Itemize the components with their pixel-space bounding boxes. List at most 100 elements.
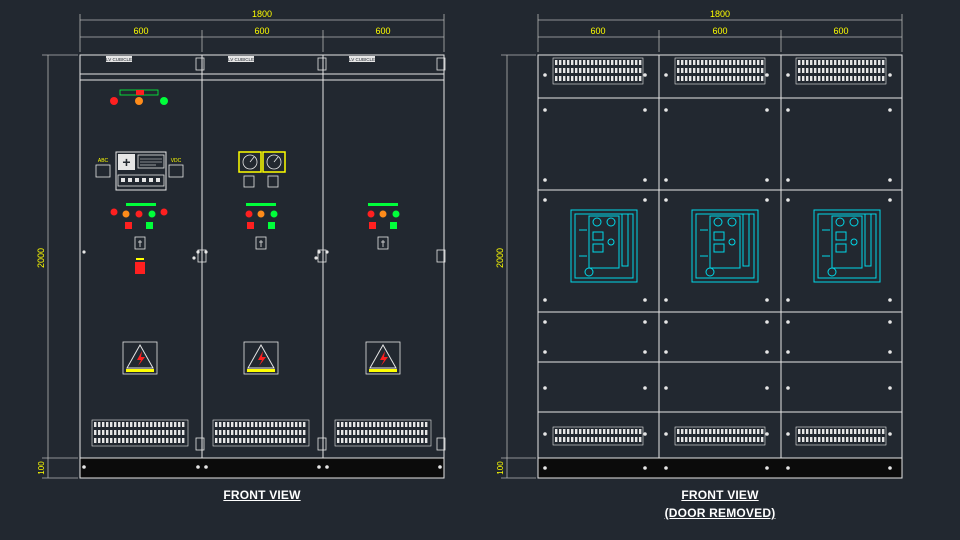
bolt xyxy=(643,73,647,77)
bolt xyxy=(643,108,647,112)
bolt xyxy=(786,73,790,77)
right-total-width-dim: 1800 xyxy=(710,9,730,19)
left-panel-width-dim-1: 600 xyxy=(133,26,148,36)
panel-1-pilot-lamp-red xyxy=(110,97,118,105)
left-height-dim: 2000 xyxy=(36,248,46,268)
bolt xyxy=(643,320,647,324)
bolt xyxy=(888,386,892,390)
panel-3-equipment xyxy=(367,203,400,250)
svg-text:LV CUBICLE: LV CUBICLE xyxy=(228,57,254,62)
right-cover-bolts xyxy=(543,73,892,470)
bolt xyxy=(664,350,668,354)
right-base-dim: 100 xyxy=(496,461,505,475)
left-panel-width-dim-2: 600 xyxy=(254,26,269,36)
bolt xyxy=(786,350,790,354)
right-ventilation-louvres xyxy=(552,57,887,446)
panel-3-danger-sign xyxy=(365,341,401,375)
right-panel-width-dim-2: 600 xyxy=(712,26,727,36)
right-base-plinth xyxy=(537,457,903,479)
panel-3-push-button-3 xyxy=(392,210,400,218)
bolt xyxy=(888,350,892,354)
bolt xyxy=(888,73,892,77)
bolt xyxy=(888,298,892,302)
bolt xyxy=(664,466,668,470)
right-dimensions xyxy=(501,14,903,479)
left-ventilation-louvres xyxy=(91,419,432,447)
bolt xyxy=(543,386,547,390)
bolt xyxy=(664,432,668,436)
panel-1-push-button-4 xyxy=(148,210,156,218)
panel-2-danger-sign xyxy=(243,341,279,375)
bolt xyxy=(643,350,647,354)
bolt xyxy=(765,178,769,182)
bolt xyxy=(664,320,668,324)
bolt xyxy=(765,432,769,436)
left-enclosure xyxy=(79,54,445,479)
left-base-plinth xyxy=(79,457,445,479)
left-view-caption: FRONT VIEW xyxy=(223,488,301,502)
panel-2-push-button-3 xyxy=(270,210,278,218)
right-top-louvre-1 xyxy=(552,57,644,85)
bolt xyxy=(664,198,668,202)
bolt xyxy=(765,466,769,470)
panel-1-emergency-stop xyxy=(135,262,145,274)
bolt xyxy=(765,320,769,324)
bolt xyxy=(786,108,790,112)
bolt xyxy=(765,73,769,77)
bolt xyxy=(786,466,790,470)
circuit-breakers xyxy=(570,209,881,283)
right-bottom-louvre-1 xyxy=(552,426,644,446)
panel-1-pilot-lamp-orange xyxy=(135,97,143,105)
panel-1-side-label-left: ABC xyxy=(98,158,109,164)
bolt xyxy=(543,198,547,202)
bolt xyxy=(543,466,547,470)
bolt xyxy=(786,386,790,390)
bolt xyxy=(765,386,769,390)
right-top-louvre-2 xyxy=(674,57,766,85)
bolt xyxy=(643,386,647,390)
bolt xyxy=(786,320,790,324)
bolt xyxy=(786,432,790,436)
right-enclosure xyxy=(537,54,903,479)
bolt xyxy=(888,320,892,324)
bolt xyxy=(786,178,790,182)
left-plinth-bolts xyxy=(82,465,442,469)
bolt xyxy=(664,178,668,182)
left-door-hardware xyxy=(195,57,446,451)
left-base-dim: 100 xyxy=(37,461,46,475)
panel-2-push-button-2 xyxy=(257,210,265,218)
circuit-breaker-3 xyxy=(813,209,881,283)
right-view-caption-line-2: (DOOR REMOVED) xyxy=(664,506,776,520)
bolt xyxy=(765,298,769,302)
left-header-plate-2: LV CUBICLE xyxy=(228,56,254,62)
right-bottom-louvre-2 xyxy=(674,426,766,446)
bolt xyxy=(664,298,668,302)
panel-3-selector-switch xyxy=(377,236,389,250)
left-header-plate-1: LV CUBICLE xyxy=(106,56,132,62)
right-panel-width-dim-3: 600 xyxy=(833,26,848,36)
panel-3-push-button-1 xyxy=(367,210,375,218)
left-total-width-dim: 1800 xyxy=(252,9,272,19)
bolt xyxy=(765,108,769,112)
bolt xyxy=(786,298,790,302)
bolt xyxy=(888,466,892,470)
bolt xyxy=(643,466,647,470)
panel-1-meter-box xyxy=(115,151,167,191)
panel-2-voltmeter xyxy=(262,151,286,173)
bolt xyxy=(543,73,547,77)
panel-1-side-label-right: VDC xyxy=(171,158,182,164)
bolt xyxy=(765,198,769,202)
panel-2-selector-switch xyxy=(255,236,267,250)
left-louvre-1 xyxy=(91,419,189,447)
panel-1-selector-switch xyxy=(134,236,146,250)
panel-1-push-button-5 xyxy=(160,208,168,216)
right-panel-width-dim-1: 600 xyxy=(590,26,605,36)
bolt xyxy=(643,178,647,182)
bolt xyxy=(543,178,547,182)
left-louvre-3 xyxy=(334,419,432,447)
panel-3-push-button-2 xyxy=(379,210,387,218)
panel-2-equipment xyxy=(238,151,286,250)
bolt xyxy=(543,320,547,324)
right-bottom-louvre-3 xyxy=(795,426,887,446)
